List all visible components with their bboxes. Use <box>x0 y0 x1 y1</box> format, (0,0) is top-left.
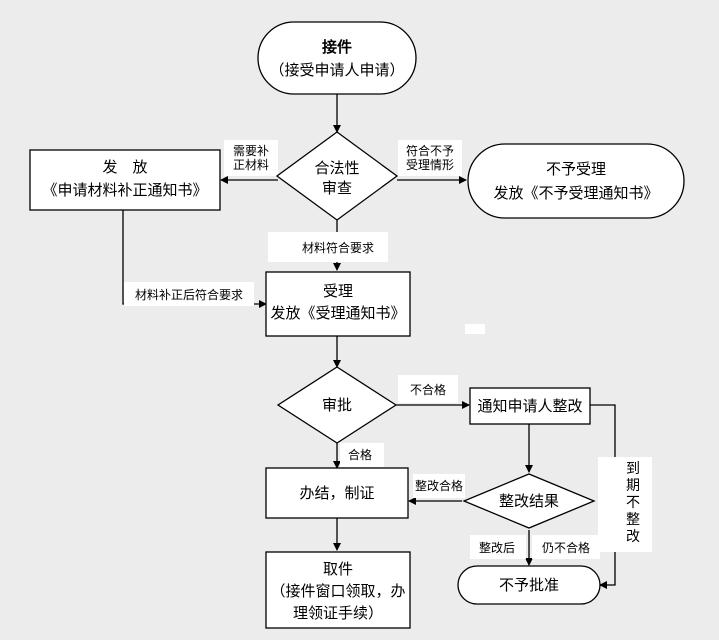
collect-documents-line1: 取件 <box>323 560 353 578</box>
complete-certificate-label: 办结，制证 <box>299 484 374 502</box>
correction-notice-line2: 《申请材料补正通知书》 <box>42 181 207 199</box>
notify-rectification-node <box>469 387 591 425</box>
label-need-correction-line1: 需要补 <box>233 144 269 158</box>
reject-acceptance-line2: 发放《不予受理通知书》 <box>493 184 658 202</box>
label-corrected-materials-meet: 材料补正后符合要求 <box>135 287 243 302</box>
label-not-meet-line1: 符合不予 <box>406 143 454 158</box>
label-need-correction-line2: 正材料 <box>233 158 269 172</box>
legality-review-decision <box>275 131 399 221</box>
label-unqualified: 不合格 <box>410 382 446 397</box>
label-materials-meet: 材料符合要求 <box>302 240 374 255</box>
approval-review-decision <box>276 366 398 444</box>
not-approved-label: 不予批准 <box>499 576 559 594</box>
collect-documents-line2: （接件窗口领取，办 <box>270 582 405 600</box>
rectification-result-decision <box>462 473 596 529</box>
acceptance-node <box>265 271 411 337</box>
connectors <box>122 94 616 589</box>
label-rectification-qualified: 整改合格 <box>415 478 463 493</box>
edge-label-patches <box>124 140 652 559</box>
rectification-result-label: 整改结果 <box>499 492 559 510</box>
accept-application-title: 接件 <box>322 38 352 56</box>
label-qualified: 合格 <box>348 447 372 462</box>
accept-application-subtitle: （接受申请人申请） <box>269 61 404 79</box>
legality-review-line1: 合法性 <box>314 159 359 177</box>
reject-acceptance-line1: 不予受理 <box>546 160 606 178</box>
collect-documents-line3: 理领证手续） <box>293 604 383 622</box>
approval-review-label: 审批 <box>322 396 352 414</box>
reject-acceptance-node <box>467 143 685 219</box>
label-deadline-not-rectified: 到期不整改 <box>626 461 640 545</box>
label-still-unqualified: 仍不合格 <box>542 540 590 555</box>
correction-notice-line1: 发 放 <box>102 158 147 176</box>
accept-application-node <box>257 21 417 95</box>
issue-correction-notice-node <box>29 149 221 211</box>
acceptance-line1: 受理 <box>323 282 353 300</box>
label-after-rectification: 整改后 <box>479 540 515 555</box>
collect-documents-node <box>265 551 411 629</box>
label-not-meet-line2: 受理情形 <box>406 158 454 172</box>
complete-certificate-node <box>265 467 409 519</box>
not-approved-node <box>457 565 601 605</box>
notify-rectification-label: 通知申请人整改 <box>477 397 582 415</box>
acceptance-line2: 发放《受理通知书》 <box>270 304 405 322</box>
legality-review-line2: 审查 <box>322 179 352 197</box>
